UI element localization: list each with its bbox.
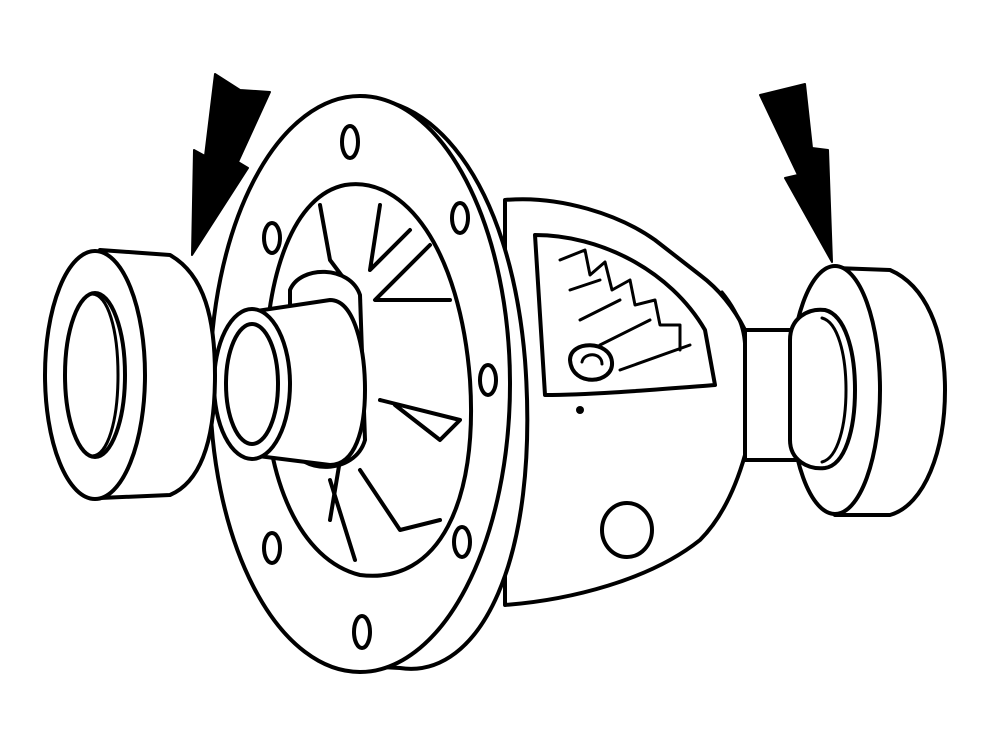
right-side-bearing <box>788 264 947 517</box>
case-window <box>600 501 654 559</box>
right-arrow-icon <box>759 83 833 263</box>
bolt-holes <box>262 124 498 650</box>
case-mark <box>576 406 584 414</box>
left-arrow-icon <box>191 73 271 256</box>
spider-gear <box>558 248 692 382</box>
differential-case <box>503 197 802 607</box>
left-hub <box>212 298 367 467</box>
left-side-bearing <box>43 248 217 501</box>
